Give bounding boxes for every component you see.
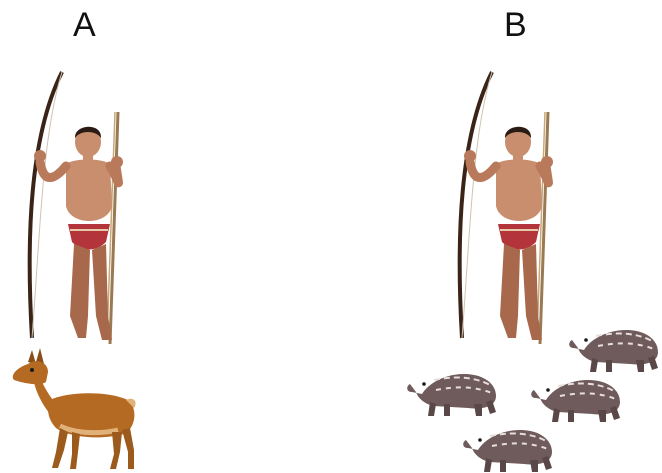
tapir-icon	[404, 362, 498, 418]
tapir-icon	[460, 418, 554, 473]
tapir-figure-2	[407, 374, 496, 416]
tapir-icon	[566, 318, 660, 374]
panel-b-label: B	[504, 8, 527, 42]
deer-icon	[6, 342, 141, 472]
hunter-figure-a	[30, 72, 123, 344]
hunter-with-bow-icon	[452, 66, 562, 351]
tapir-figure-1	[569, 330, 658, 372]
deer-figure	[13, 348, 136, 469]
tapir-figure-4	[463, 430, 552, 472]
panel-a-label: A	[73, 8, 96, 42]
hunter-with-bow-icon	[22, 66, 132, 351]
tapir-figure-3	[531, 380, 620, 422]
hunter-figure-b	[460, 72, 553, 344]
tapir-icon	[528, 368, 622, 424]
